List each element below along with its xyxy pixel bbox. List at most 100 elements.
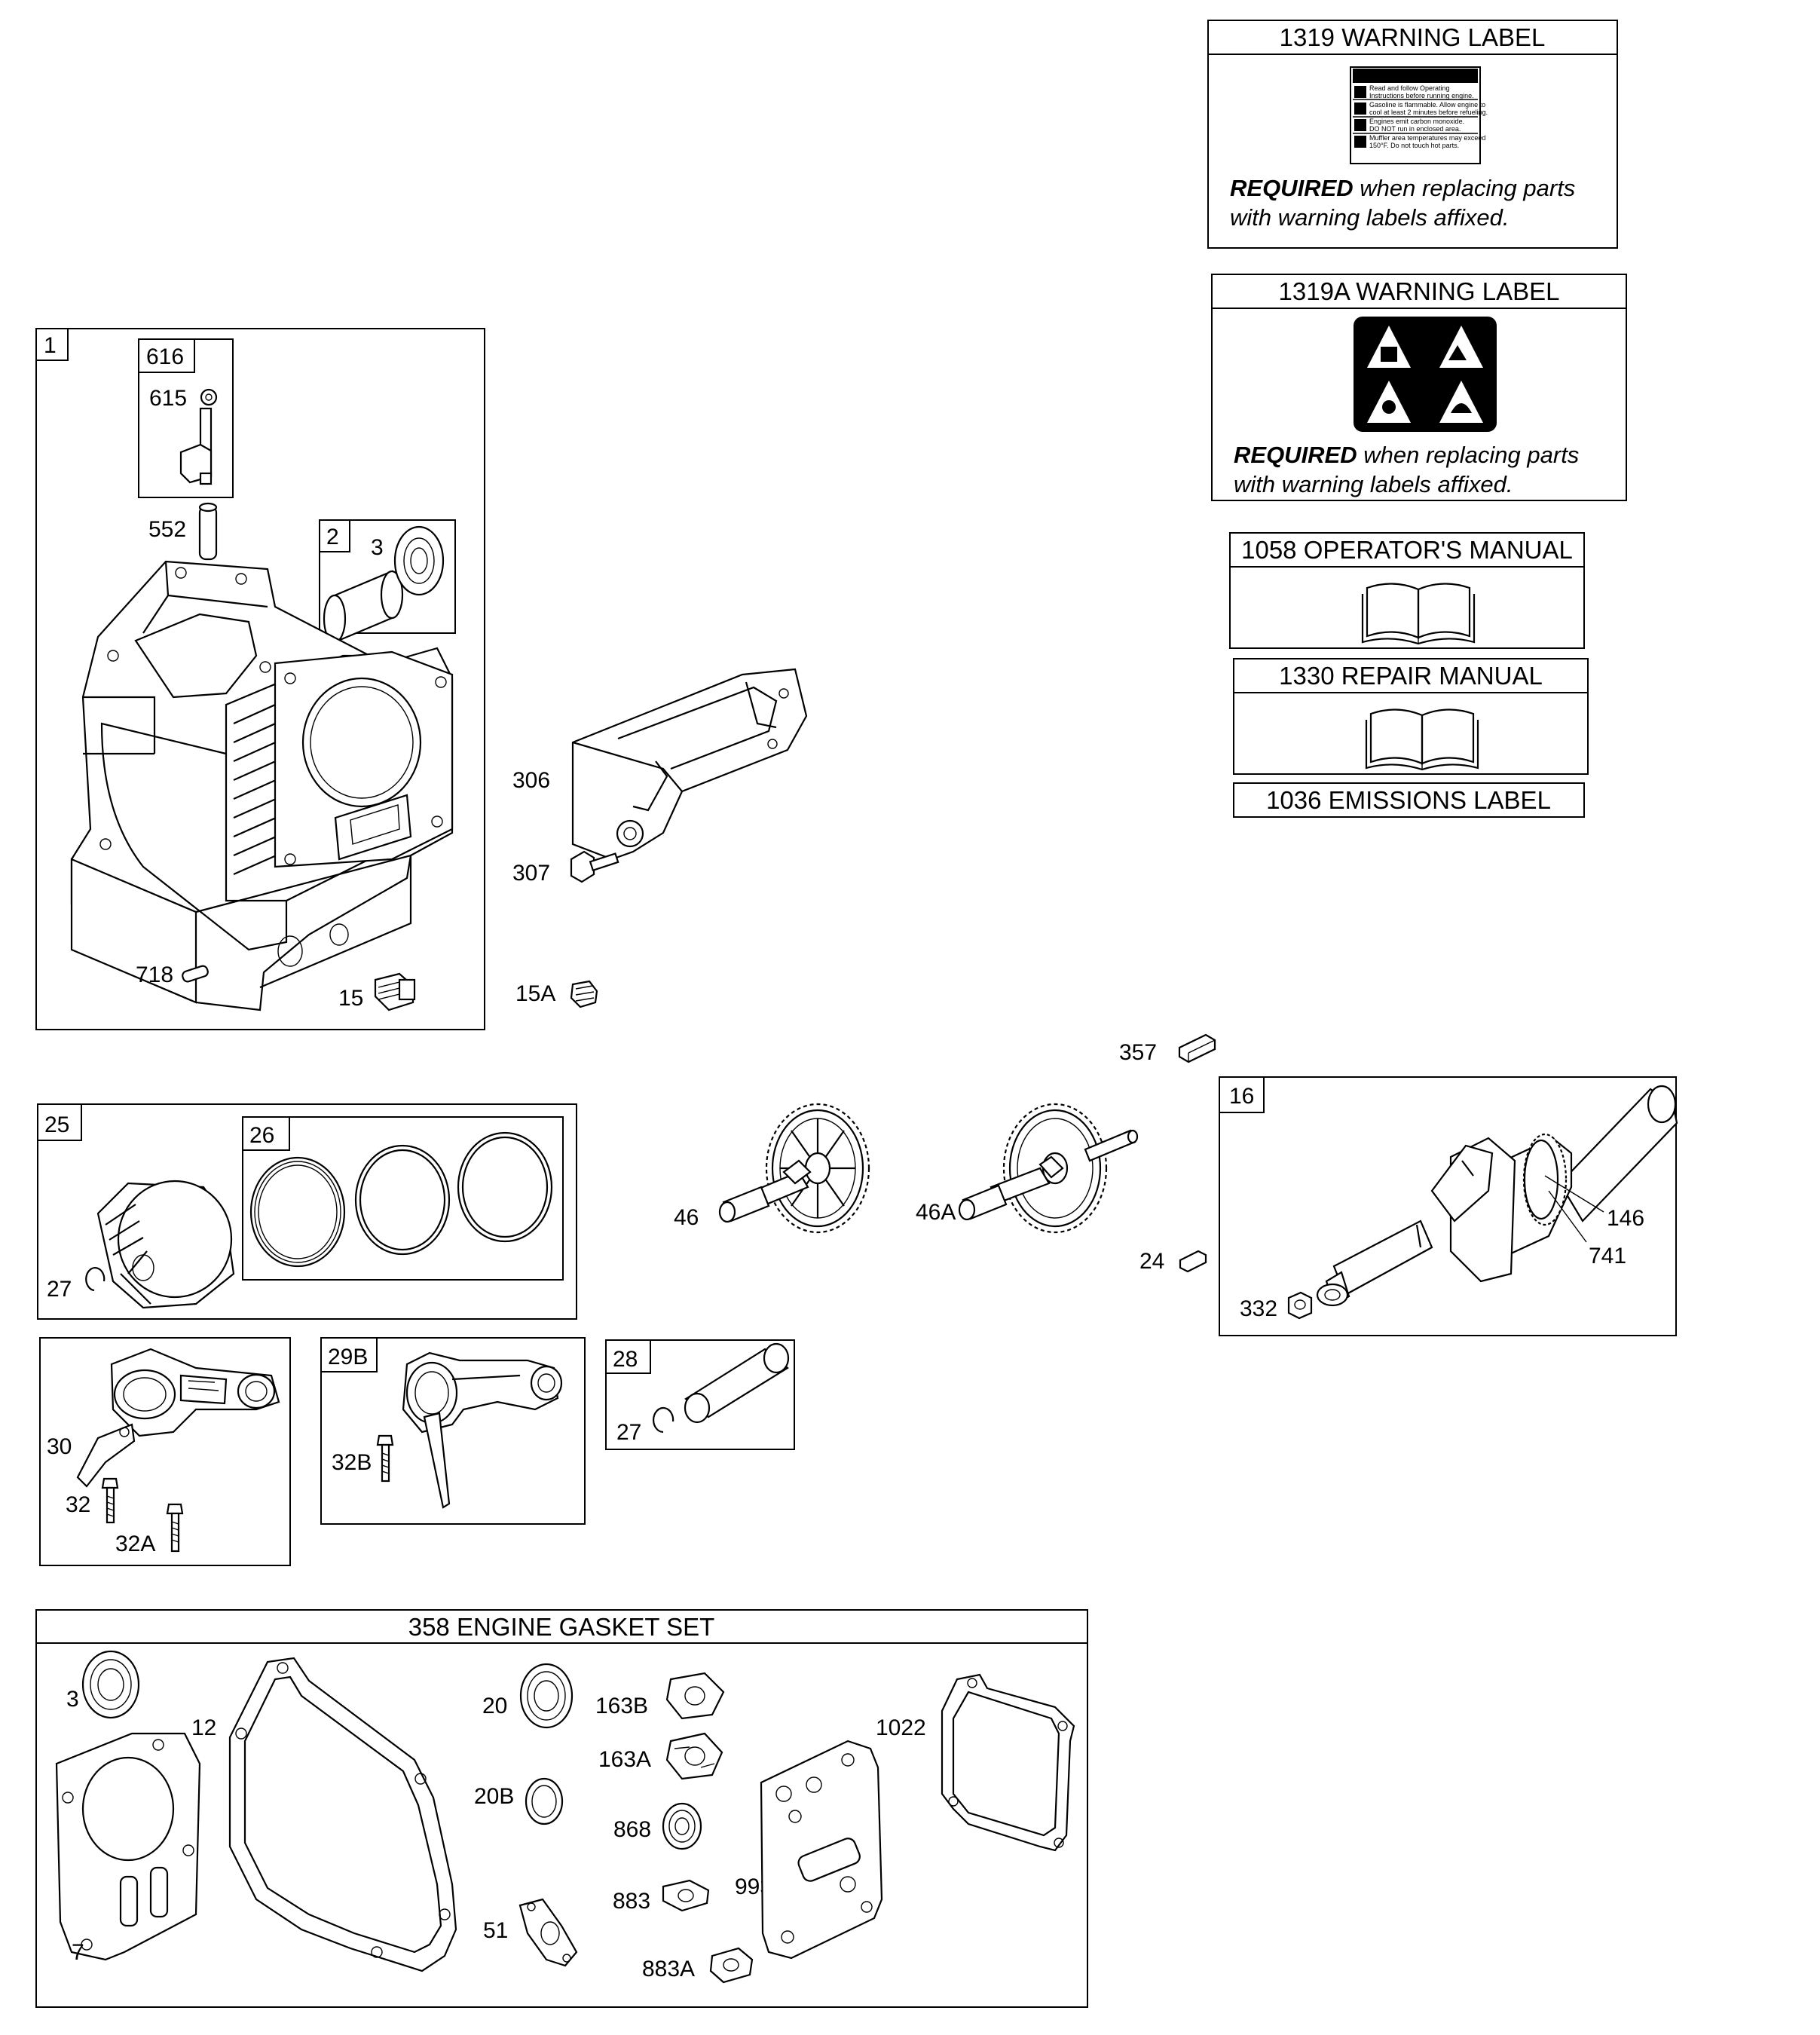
panel-1319a-required-line-1: REQUIRED when replacing parts xyxy=(1234,442,1579,468)
valve-guide-part xyxy=(198,502,218,561)
key-24-part xyxy=(1179,1250,1207,1273)
label-163b: 163B xyxy=(595,1694,648,1718)
panel-1330-repair-manual: 1330 REPAIR MANUAL xyxy=(1233,658,1589,775)
label-306: 306 xyxy=(512,768,550,793)
sub-box-616: 616 615 xyxy=(138,338,234,498)
gasket-set-title: 358 ENGINE GASKET SET xyxy=(408,1613,715,1641)
label-16: 16 xyxy=(1229,1084,1254,1109)
warning-line-3: Gasoline is flammable. Allow engine to xyxy=(1369,101,1485,109)
bolt-32a-part xyxy=(166,1503,184,1553)
oil-dipper-part xyxy=(76,1423,136,1488)
label-24: 24 xyxy=(1139,1249,1164,1274)
nut-332-part xyxy=(1287,1291,1313,1320)
panel-1319a-title: 1319A WARNING LABEL xyxy=(1279,277,1560,305)
label-3: 3 xyxy=(371,535,384,560)
gasket-883-part xyxy=(662,1879,710,1912)
label-26: 26 xyxy=(249,1123,274,1148)
book-icon xyxy=(1365,708,1479,771)
gasket-set-box: 358 ENGINE GASKET SET 3 7 12 xyxy=(35,1609,1088,2008)
label-32a: 32A xyxy=(115,1532,155,1556)
key-357-part xyxy=(1178,1033,1216,1063)
label-307: 307 xyxy=(512,861,550,886)
panel-1058-operators-manual: 1058 OPERATOR'S MANUAL xyxy=(1229,532,1585,649)
label-32b: 32B xyxy=(332,1450,372,1475)
gasket-51-part xyxy=(518,1898,578,1967)
plate-gasket-993-part xyxy=(760,1740,883,1960)
camshaft-46a-part xyxy=(958,1103,1139,1234)
cylinder-fins xyxy=(225,650,454,902)
warning-line-7: Muffler area temperatures may exceed xyxy=(1369,134,1485,142)
hazard-symbols-image xyxy=(1354,317,1497,432)
warning-sticker-heading: WARNING xyxy=(1383,69,1448,84)
gasket-163a-part xyxy=(665,1732,723,1780)
label-741: 741 xyxy=(1589,1244,1626,1268)
dowel-pin-part xyxy=(182,965,209,983)
warning-line-1: Read and follow Operating xyxy=(1369,84,1450,92)
label-15a: 15A xyxy=(515,981,555,1006)
book-icon xyxy=(1361,583,1476,645)
governor-shaft-part xyxy=(179,388,218,485)
assembly-box-29b: 29B 32B xyxy=(320,1337,586,1525)
crankshaft-part xyxy=(1316,1085,1678,1307)
label-27-pin: 27 xyxy=(616,1420,641,1445)
label-27-piston: 27 xyxy=(47,1277,72,1302)
connecting-rod-29b-part xyxy=(402,1351,563,1509)
panel-1319-title: 1319 WARNING LABEL xyxy=(1280,23,1546,51)
panel-1058-title: 1058 OPERATOR'S MANUAL xyxy=(1241,536,1573,564)
label-28: 28 xyxy=(613,1347,638,1372)
label-29b: 29B xyxy=(328,1345,368,1369)
head-gasket-7-part xyxy=(55,1732,201,1961)
retainer-clip-part xyxy=(85,1267,106,1292)
piston-ring-set-part xyxy=(249,1131,553,1268)
drain-plug-part xyxy=(374,972,416,1011)
label-146: 146 xyxy=(1607,1206,1644,1231)
gasket-163b-part xyxy=(665,1672,725,1720)
label-15: 15 xyxy=(338,986,363,1011)
sub-box-2: 2 3 xyxy=(319,519,456,644)
piston-part xyxy=(96,1180,235,1309)
camshaft-46-part xyxy=(718,1103,870,1234)
label-883a: 883A xyxy=(642,1957,695,1981)
label-1022: 1022 xyxy=(876,1715,926,1740)
label-718: 718 xyxy=(136,962,173,987)
connecting-rod-part xyxy=(110,1348,280,1437)
seal-20b-part xyxy=(525,1777,564,1825)
assembly-box-1: 1 616 615 552 2 3 xyxy=(35,328,485,1030)
label-25: 25 xyxy=(44,1112,69,1137)
seal-868-part xyxy=(662,1802,702,1850)
air-guide-baffle-part xyxy=(571,668,808,861)
panel-1319-required-line-1: REQUIRED when replacing parts xyxy=(1230,175,1575,201)
label-7: 7 xyxy=(72,1940,84,1965)
label-46a: 46A xyxy=(916,1200,956,1225)
label-3-gasket: 3 xyxy=(66,1687,79,1712)
label-616: 616 xyxy=(146,344,184,369)
label-51: 51 xyxy=(483,1918,508,1943)
label-30: 30 xyxy=(47,1434,72,1459)
assembly-box-25: 25 27 26 xyxy=(37,1103,577,1320)
label-1: 1 xyxy=(44,333,57,358)
crankcase-gasket-12-part xyxy=(228,1657,457,1972)
cylinder-block-part xyxy=(70,560,454,1011)
label-332: 332 xyxy=(1240,1296,1277,1321)
warning-sticker-image: WARNING Read and follow Operating Instru… xyxy=(1350,66,1488,164)
label-32: 32 xyxy=(66,1492,90,1517)
assembly-box-30: 30 32 32A xyxy=(39,1337,291,1566)
label-357: 357 xyxy=(1119,1040,1157,1065)
assembly-box-16: 16 146 741 332 xyxy=(1219,1076,1678,1336)
panel-1319a-required-line-2: with warning labels affixed. xyxy=(1234,471,1513,497)
seal-3-part xyxy=(81,1650,140,1719)
warning-line-5: Engines emit carbon monoxide. xyxy=(1369,118,1464,125)
panel-1319a-warning-label: 1319A WARNING LABEL REQUIRED when replac… xyxy=(1211,274,1627,501)
panel-1036-emissions-label: 1036 EMISSIONS LABEL xyxy=(1233,782,1585,818)
warning-line-4: cool at least 2 minutes before refueling… xyxy=(1369,109,1488,116)
plug-15a-part xyxy=(570,980,598,1008)
panel-1319-warning-label: 1319 WARNING LABEL WARNING Read and foll… xyxy=(1207,20,1618,249)
warning-line-8: 150°F. Do not touch hot parts. xyxy=(1369,142,1459,149)
panel-1036-title: 1036 EMISSIONS LABEL xyxy=(1266,786,1551,814)
warning-line-6: DO NOT run in enclosed area. xyxy=(1369,125,1461,133)
label-12: 12 xyxy=(191,1715,216,1740)
label-868: 868 xyxy=(613,1817,651,1842)
bolt-32b-part xyxy=(376,1434,394,1483)
panel-1330-title: 1330 REPAIR MANUAL xyxy=(1279,662,1543,690)
